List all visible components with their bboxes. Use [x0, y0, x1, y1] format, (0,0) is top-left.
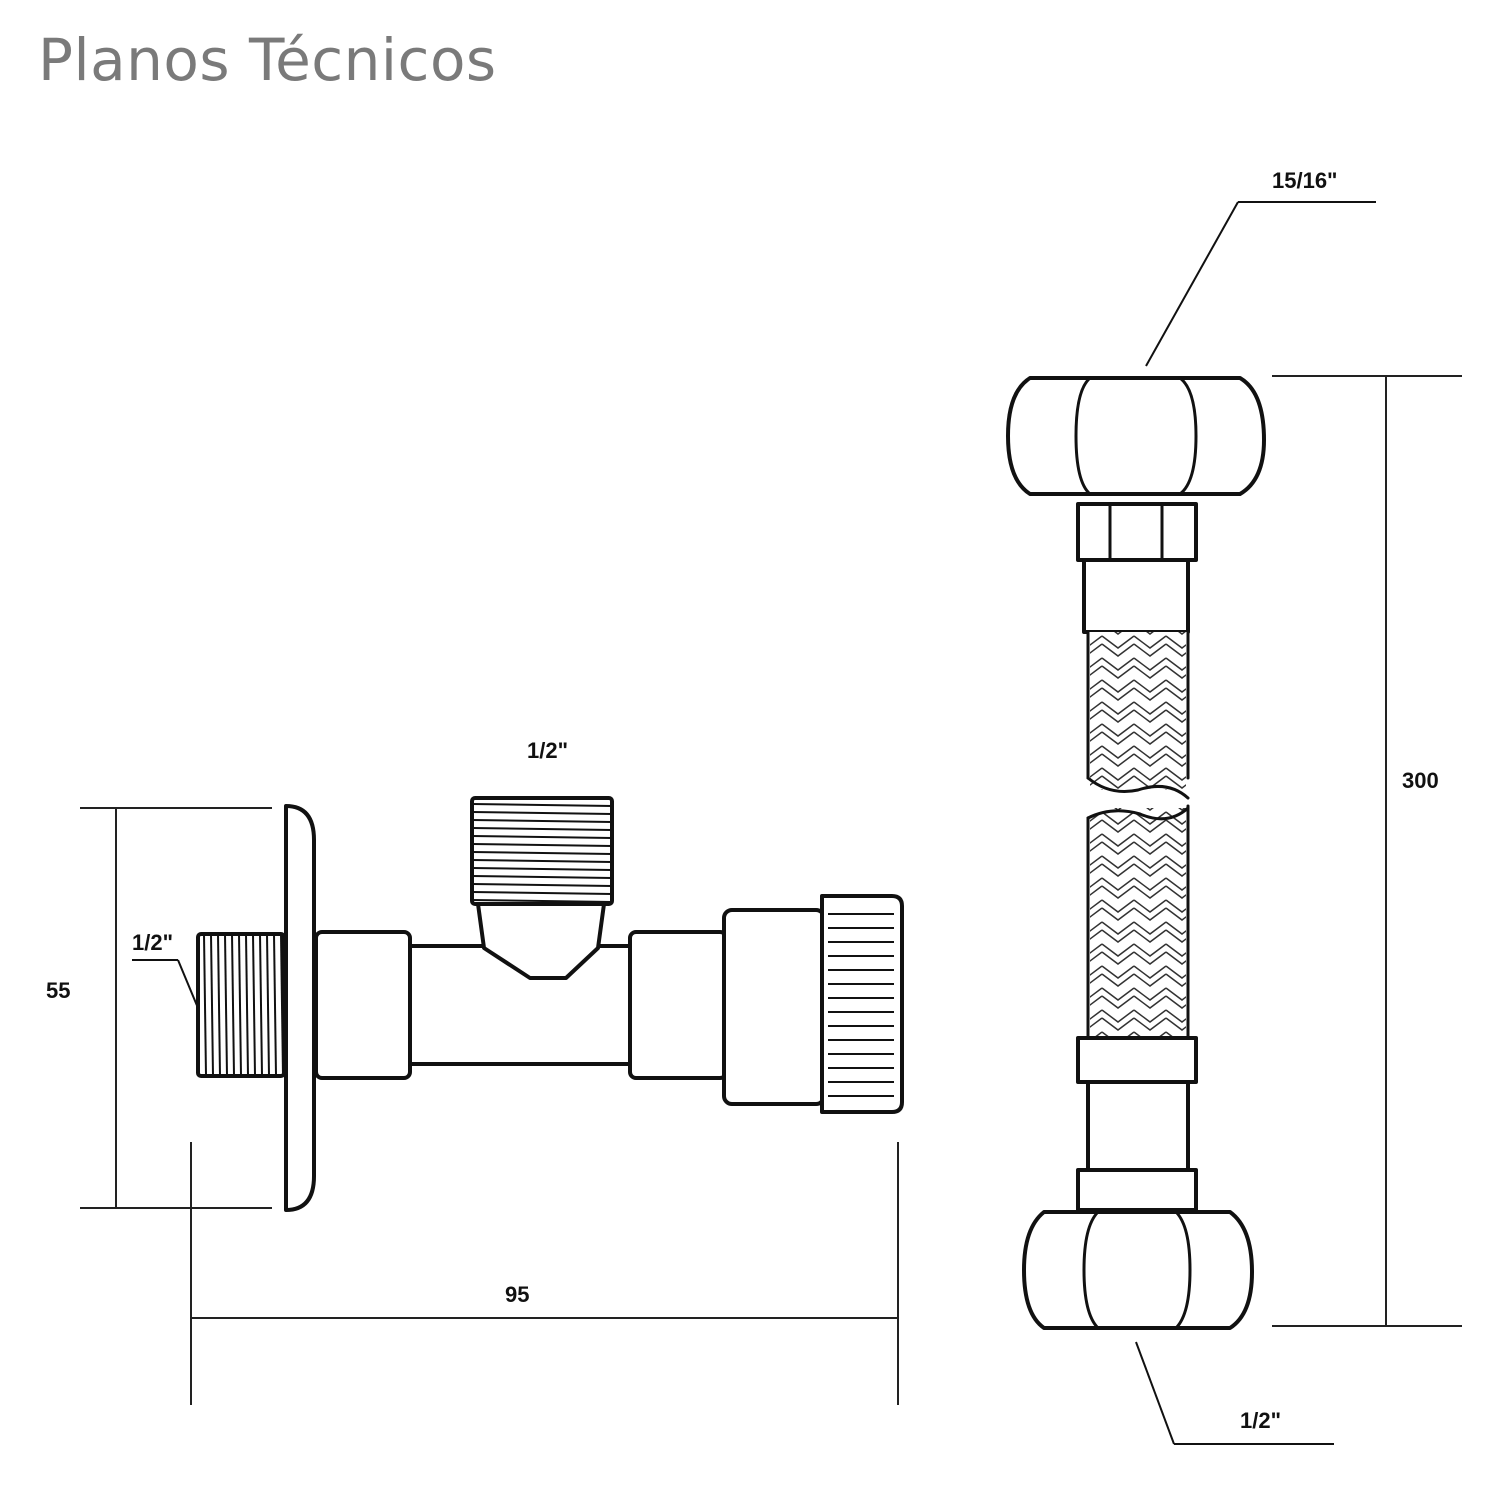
valve-knob[interactable] — [820, 894, 904, 1114]
height-dimension: 55 — [46, 807, 272, 1209]
page-title: Planos Técnicos — [38, 26, 497, 94]
valve-inlet-body — [314, 930, 412, 1080]
bottom-nut-leader: 1/2" — [1135, 1341, 1334, 1445]
top-ferrule — [1076, 502, 1198, 634]
top-nut-label: 15/16" — [1272, 168, 1337, 193]
wall-thread-ridges — [203, 933, 284, 1077]
length-dimension: 300 — [1272, 375, 1462, 1327]
width-dimension: 95 — [190, 1142, 899, 1405]
width-dimension-label: 95 — [505, 1282, 529, 1307]
bottom-collar — [1076, 1036, 1198, 1084]
escutcheon-flange — [284, 804, 316, 1212]
valve-outlet-body — [628, 930, 728, 1080]
bottom-hex-nut — [1022, 1210, 1254, 1330]
braid-pattern-lower — [1090, 808, 1186, 1038]
wall-thread — [196, 932, 286, 1078]
length-dimension-label: 300 — [1402, 768, 1439, 793]
top-outlet-thread-ridges — [471, 803, 613, 903]
braid-pattern-upper — [1090, 632, 1186, 790]
braided-hose-upper — [1086, 630, 1190, 800]
angle-valve-drawing: 55 95 1/2" — [46, 738, 904, 1405]
braided-hose-lower — [1086, 804, 1190, 1040]
bottom-ferrule-ring — [1076, 1168, 1198, 1212]
top-outlet-label: 1/2" — [527, 738, 568, 763]
bottom-nut-label: 1/2" — [1240, 1408, 1281, 1433]
wall-thread-leader: 1/2" — [132, 930, 199, 1009]
bottom-ferrule-tube — [1086, 1080, 1190, 1172]
valve-knob-knurling — [828, 913, 894, 1097]
flex-hose-drawing: 300 15/16" — [1006, 168, 1462, 1445]
top-outlet-neck — [476, 902, 606, 980]
height-dimension-label: 55 — [46, 978, 70, 1003]
top-nut-leader: 15/16" — [1145, 168, 1376, 367]
top-outlet-thread — [470, 796, 614, 906]
wall-thread-label: 1/2" — [132, 930, 173, 955]
top-hex-nut — [1006, 376, 1266, 496]
valve-handle-body — [722, 908, 826, 1106]
